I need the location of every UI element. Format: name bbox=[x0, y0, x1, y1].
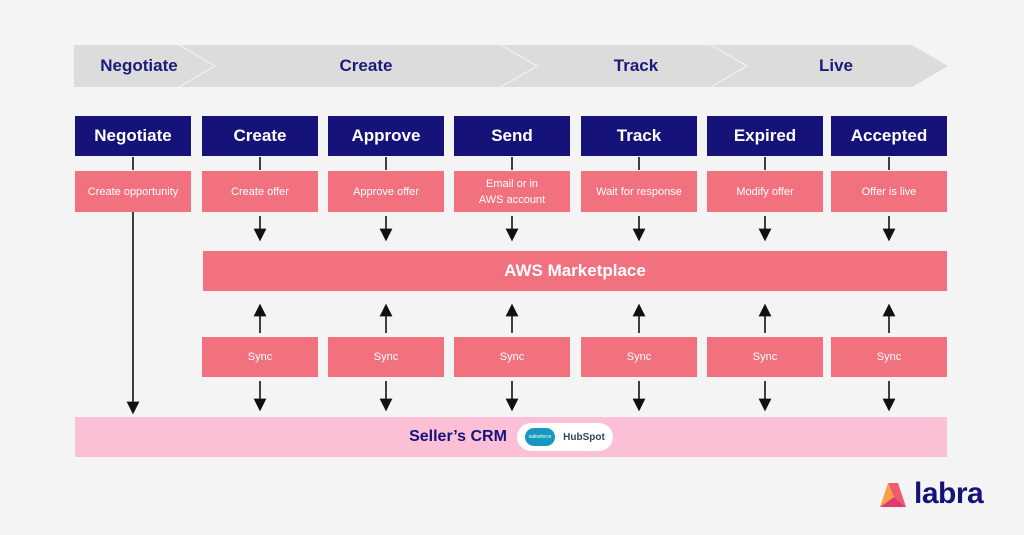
action-wait-for-response: Wait for response bbox=[581, 171, 697, 212]
hubspot-logo: HubSpot bbox=[563, 431, 605, 443]
stage-approve: Approve bbox=[328, 116, 444, 156]
phase-label-negotiate: Negotiate bbox=[100, 56, 178, 75]
sync-box-create: Sync bbox=[202, 337, 318, 377]
phase-chevron-create bbox=[180, 45, 536, 87]
crm-label: Seller’s CRM bbox=[409, 428, 507, 445]
phase-label-create: Create bbox=[339, 56, 393, 75]
phase-label-live: Live bbox=[818, 56, 854, 75]
action-create-opportunity: Create opportunity bbox=[75, 171, 191, 212]
phase-chevron-negotiate bbox=[74, 45, 214, 87]
action-approve-offer: Approve offer bbox=[328, 171, 444, 212]
sync-box-track: Sync bbox=[581, 337, 697, 377]
stage-negotiate: Negotiate bbox=[75, 116, 191, 156]
labra-brand: labra bbox=[876, 474, 984, 514]
sync-box-accepted: Sync bbox=[831, 337, 947, 377]
phase-chevron-track bbox=[502, 45, 746, 87]
stage-track: Track bbox=[581, 116, 697, 156]
stage-accepted: Accepted bbox=[831, 116, 947, 156]
phase-chevron-live bbox=[712, 45, 948, 87]
salesforce-logo: salesforce bbox=[524, 428, 555, 446]
sync-box-send: Sync bbox=[454, 337, 570, 377]
sync-box-approve: Sync bbox=[328, 337, 444, 377]
stage-expired: Expired bbox=[707, 116, 823, 156]
action-create-offer: Create offer bbox=[202, 171, 318, 212]
phase-label-track: Track bbox=[613, 56, 659, 75]
stage-create: Create bbox=[202, 116, 318, 156]
sellers-crm-bar: Seller’s CRM salesforce HubSpot bbox=[75, 417, 947, 457]
action-modify-offer: Modify offer bbox=[707, 171, 823, 212]
labra-logo-icon bbox=[880, 483, 906, 507]
action-offer-is-live: Offer is live bbox=[831, 171, 947, 212]
labra-wordmark: labra bbox=[914, 477, 984, 510]
crm-logos: salesforce HubSpot bbox=[516, 423, 613, 451]
stage-send: Send bbox=[454, 116, 570, 156]
aws-marketplace-bar: AWS Marketplace bbox=[203, 251, 947, 291]
sync-box-expired: Sync bbox=[707, 337, 823, 377]
action-email-or-aws-account: Email or in AWS account bbox=[454, 171, 570, 212]
